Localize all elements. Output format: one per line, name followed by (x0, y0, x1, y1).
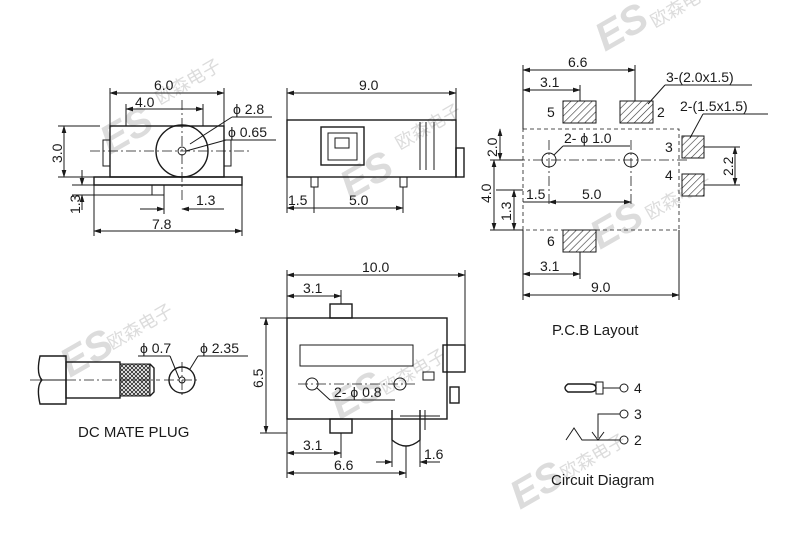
circuit-terminal-2 (619, 435, 629, 445)
pcb-pad-5 (562, 100, 597, 124)
top-right-tab (442, 344, 466, 373)
front-base (93, 176, 243, 186)
pcb-pin-4: 4 (665, 167, 673, 183)
dim-side-pin-pitch: 5.0 (349, 192, 369, 208)
dim-pcb-holes: 2- ϕ 1.0 (564, 130, 612, 146)
pcb-layout: 5 2 3 4 6 6.6 3.1 3-(2.0x1.5) 2-(1.5x1.5… (478, 54, 768, 339)
dim-pcb-pad-a: 3-(2.0x1.5) (666, 69, 734, 85)
dim-pcb-pad-b: 2-(1.5x1.5) (680, 98, 748, 114)
top-body (286, 317, 448, 420)
pcb-pad-6 (562, 229, 597, 253)
side-latch (320, 126, 365, 166)
circuit-plug-pin (564, 383, 597, 393)
dim-top-bottom-span: 6.6 (334, 457, 354, 473)
dim-front-width-inner: 4.0 (135, 94, 155, 110)
pcb-pin-5: 5 (547, 104, 555, 120)
circuit-pin-4: 4 (634, 380, 642, 396)
dim-pcb-hole-offset: 1.5 (526, 186, 546, 202)
front-view: 6.0 4.0 3.0 1.3 1.3 7.8 ϕ 2.8 ϕ 0.65 (49, 77, 276, 236)
pcb-pad-2 (619, 100, 654, 124)
dim-side-pin-offset: 1.5 (288, 192, 308, 208)
side-pin-left (310, 176, 319, 188)
dim-pcb-right-span: 2.2 (720, 156, 736, 176)
front-left-tab (102, 139, 111, 167)
top-right-lug (449, 386, 460, 404)
dim-front-hole-dia: ϕ 2.8 (233, 101, 264, 117)
top-slot (299, 344, 414, 367)
pcb-pad-4 (681, 173, 705, 197)
dim-plug-pin-dia: ϕ 0.7 (140, 340, 171, 356)
side-latch-window (334, 137, 350, 149)
circuit-pin-2: 2 (634, 432, 642, 448)
pcb-pad-3 (681, 135, 705, 159)
circuit-plug-shell (595, 381, 604, 395)
dim-front-pin-offset: 1.3 (196, 192, 216, 208)
dim-plug-outer-dia: ϕ 2.35 (200, 340, 239, 356)
side-pin-right (399, 176, 408, 188)
dim-front-width-top: 6.0 (154, 77, 174, 93)
side-end-tab (455, 147, 465, 178)
side-view: 9.0 1.5 5.0 (286, 77, 465, 213)
circuit-caption: Circuit Diagram (551, 472, 654, 489)
dc-mate-plug: ϕ 0.7 ϕ 2.35 DC MATE PLUG (30, 340, 248, 441)
pcb-pin-6: 6 (547, 233, 555, 249)
watermark-logo: ES (53, 321, 121, 386)
dim-pcb-left-top: 2.0 (484, 137, 500, 157)
dim-top-slot: 1.6 (424, 446, 444, 462)
pcb-outline (522, 128, 680, 231)
circuit-terminal-3 (619, 409, 629, 419)
dim-pcb-top-offset: 3.1 (540, 74, 560, 90)
dim-pcb-bottom-offset: 3.1 (540, 258, 560, 274)
circuit-pin-3: 3 (634, 406, 642, 422)
pcb-layout-caption: P.C.B Layout (552, 322, 639, 339)
watermark-text: 欧森电子 (647, 0, 720, 32)
dim-pcb-hole-pitch: 5.0 (582, 186, 602, 202)
circuit-diagram: 4 3 2 Circuit Diagram (551, 380, 654, 489)
front-pin (151, 184, 165, 196)
top-contact-slot (391, 410, 421, 447)
dim-top-length: 10.0 (362, 259, 389, 275)
plug-caption: DC MATE PLUG (78, 424, 189, 441)
dim-front-pin-dia: ϕ 0.65 (228, 124, 267, 140)
side-latch-inner (327, 132, 358, 161)
watermark-text: 欧森电子 (392, 100, 465, 154)
circuit-terminal-4 (619, 383, 629, 393)
dim-pcb-left-low: 1.3 (498, 201, 514, 221)
plug-head (37, 355, 67, 405)
dim-front-height-low: 1.3 (67, 194, 83, 214)
dim-pcb-left-total: 4.0 (478, 183, 494, 203)
dim-top-upper-offset: 3.1 (303, 280, 323, 296)
top-upper-clip (329, 303, 353, 319)
front-right-tab (223, 139, 232, 167)
dim-top-height: 6.5 (250, 368, 266, 388)
dim-top-holes: 2- ϕ 0.8 (334, 384, 382, 400)
dim-pcb-top-span: 6.6 (568, 54, 588, 70)
dim-pcb-width: 9.0 (591, 279, 611, 295)
dim-top-lower-offset: 3.1 (303, 437, 323, 453)
watermark-logo: ES (588, 0, 656, 60)
plug-tip (149, 363, 155, 397)
top-small-window (422, 371, 435, 381)
dim-side-length: 9.0 (359, 77, 379, 93)
top-view: 10.0 3.1 6.5 2- ϕ 0.8 3.1 6.6 1.6 (250, 259, 466, 478)
dim-front-height: 3.0 (49, 143, 65, 163)
pcb-pin-3: 3 (665, 139, 673, 155)
dim-front-width-total: 7.8 (152, 216, 172, 232)
pcb-pin-2: 2 (657, 104, 665, 120)
